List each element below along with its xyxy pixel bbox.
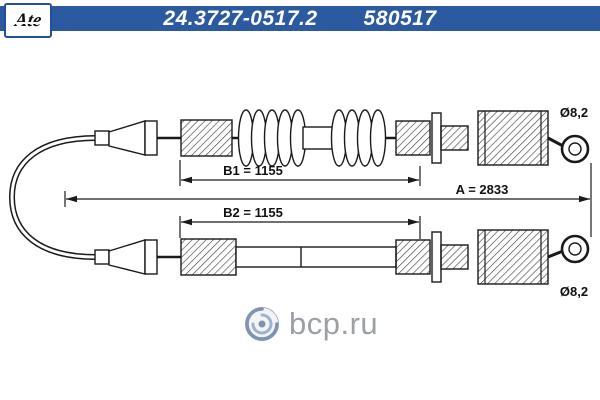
dim-b1-label: B1 = 1155 [223, 163, 283, 178]
upper-left-sleeve [180, 119, 233, 157]
ate-brand-logo: Ate [4, 3, 52, 38]
dim-a-label: A = 2833 [456, 182, 509, 197]
cable-loop [8, 135, 97, 260]
upper-cable-assembly [94, 109, 590, 167]
watermark-text: bcp.ru [289, 306, 379, 341]
bcp-swirl-logo-icon [245, 307, 279, 341]
upper-end-rod [547, 136, 564, 148]
upper-eye-ring [560, 134, 590, 164]
watermark: bcp.ru [244, 306, 378, 342]
lower-left-sleeve [180, 238, 237, 276]
upper-center-tube [302, 126, 334, 150]
header-band: 24.3727-0517.2 580517 [0, 6, 600, 31]
upper-guide-sleeve [395, 120, 431, 156]
lower-bracket-plate [431, 231, 442, 283]
lower-cone-collar [144, 239, 158, 275]
lower-eye-hole [568, 242, 582, 256]
upper-bracket-bush [440, 125, 469, 151]
lower-cable-assembly [94, 229, 590, 285]
upper-adjuster-sleeve [477, 110, 549, 166]
diameter-top-label: Ø8,2 [560, 105, 588, 120]
part-number: 24.3727-0517.2 [163, 6, 318, 30]
lower-cone-fitting [108, 239, 146, 275]
upper-bellows-left [237, 109, 307, 167]
upper-loop-clamp [94, 130, 110, 146]
logo-stripe [8, 27, 48, 29]
lower-adjuster-sleeve [477, 229, 549, 285]
upper-eye-hole [568, 142, 582, 156]
lower-eye-ring [560, 234, 590, 264]
lower-bracket-bush [440, 244, 469, 270]
logo-stripe [8, 22, 48, 24]
lower-conduit-tube [235, 246, 397, 268]
lower-end-rod [547, 249, 564, 259]
upper-bracket-plate [431, 112, 442, 164]
diameter-bottom-label: Ø8,2 [560, 284, 588, 299]
upper-cone-fitting [108, 120, 146, 156]
upper-bellows-right [330, 109, 387, 167]
lower-loop-clamp [94, 249, 110, 265]
upper-cone-collar [144, 120, 158, 156]
dim-b2-label: B2 = 1155 [223, 205, 283, 220]
dimension-lines [64, 160, 592, 239]
oe-number: 580517 [363, 6, 437, 30]
lower-guide-sleeve [395, 239, 431, 275]
